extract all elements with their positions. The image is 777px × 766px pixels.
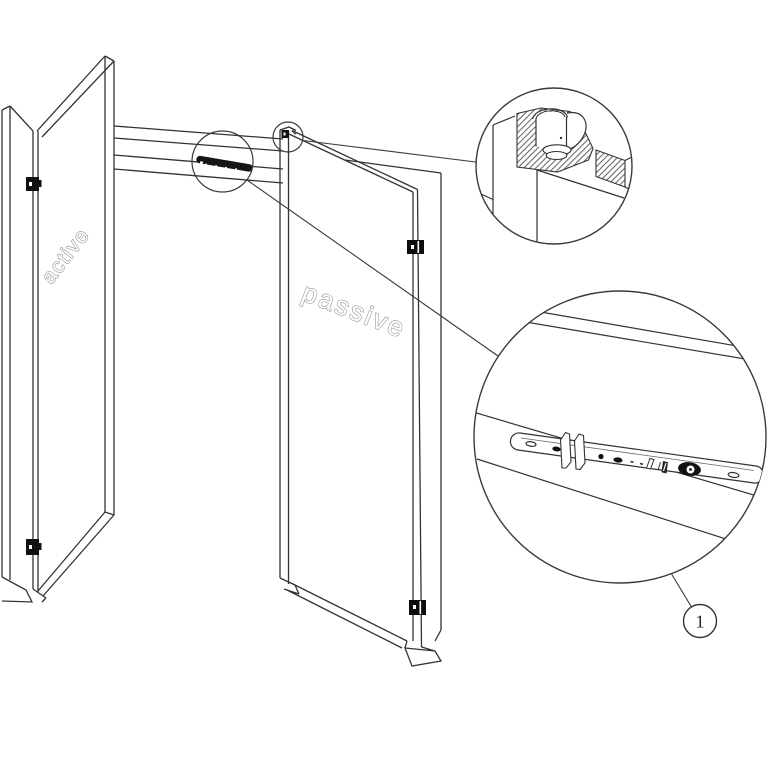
active-door-hinges <box>26 177 42 555</box>
keeper-tab <box>559 431 572 469</box>
hinge-icon <box>407 240 424 254</box>
passive-door-bottom-edge <box>286 583 408 649</box>
leader-plate-to-detail <box>246 179 499 357</box>
frame-left-jamb <box>1 105 34 603</box>
hinge-icon <box>409 600 426 615</box>
active-door-free-edge <box>104 56 115 516</box>
hinge-icon <box>26 539 42 555</box>
passive-door-foot <box>404 640 443 667</box>
part-balloon-1: 1 <box>682 603 718 639</box>
active-stile-foot <box>32 588 47 603</box>
screw-slot-right <box>727 471 740 479</box>
strike-plate-detail <box>473 290 767 584</box>
passive-stile-foot <box>279 577 300 595</box>
screw-slot-left <box>525 441 537 447</box>
frame-header-far-edge <box>344 159 442 174</box>
active-door-top-edge <box>36 55 115 138</box>
passive-door-label: passive <box>298 277 411 344</box>
hinge-icon <box>26 177 42 191</box>
header-strike-plate-callout-circle <box>191 130 254 193</box>
flush-bolt-icon <box>281 130 297 138</box>
passive-stile-top-cap <box>279 126 297 132</box>
rail-bottom-edge-line <box>476 458 758 550</box>
left-jamb-foot <box>1 576 34 603</box>
plate-hole <box>598 453 604 460</box>
flush-bolt-section <box>531 108 587 161</box>
part-number-1: 1 <box>696 612 705 632</box>
frame-header <box>113 125 442 184</box>
passive-free-stile <box>279 130 290 584</box>
passive-door-hinges <box>407 240 426 615</box>
active-door-bottom-edge <box>37 511 115 597</box>
active-hinge-stile <box>32 131 39 592</box>
passive-door-top-edge <box>288 129 418 193</box>
flush-bolt-callout-circle <box>272 121 304 153</box>
active-door-label: active <box>37 224 94 288</box>
frame-right-jamb <box>434 173 442 642</box>
passive-door-leaf: passive <box>279 126 443 667</box>
door-frame <box>1 105 442 642</box>
stile-section-left <box>492 115 516 215</box>
keeper-tab <box>573 433 586 471</box>
header-top-edge-line <box>499 304 766 352</box>
keeper-section-detail <box>475 87 633 245</box>
active-door-leaf: active <box>26 55 115 603</box>
header-strike-plate <box>196 155 253 172</box>
passive-hinge-edge <box>412 189 423 648</box>
leader-bolt-to-section <box>302 139 476 163</box>
